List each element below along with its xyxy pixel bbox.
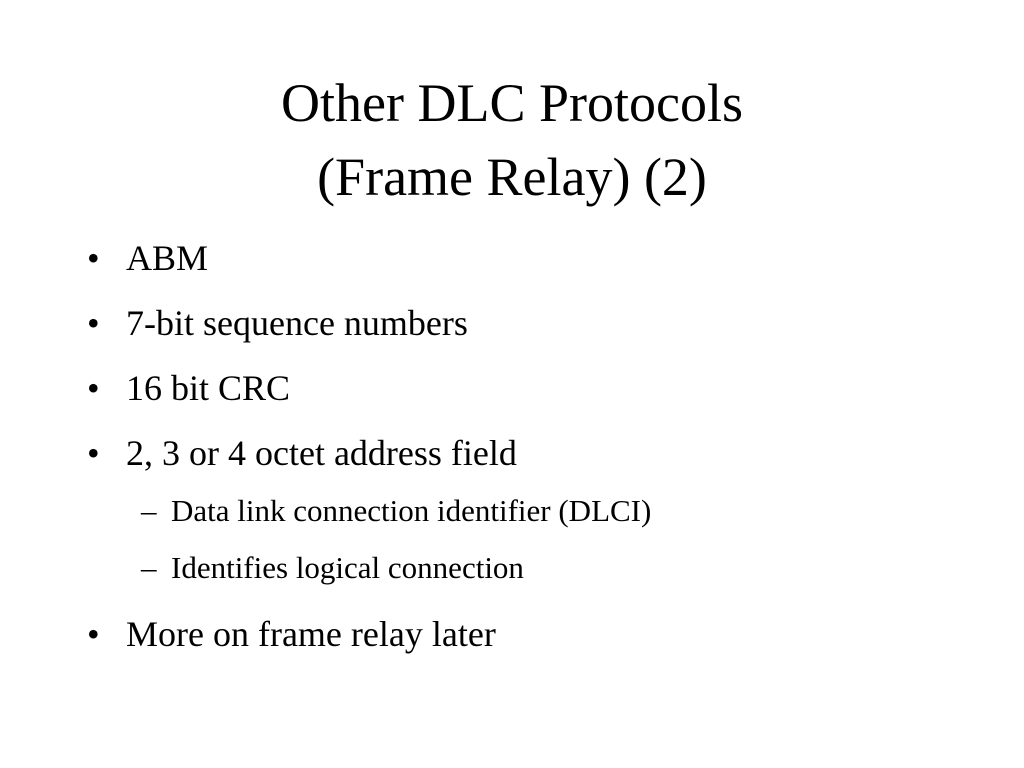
bullet-item-sequence-numbers: • 7-bit sequence numbers <box>0 291 1024 356</box>
bullet-marker: • <box>87 238 100 278</box>
sub-bullet-text: Identifies logical connection <box>171 550 524 585</box>
bullet-marker: • <box>87 433 100 473</box>
bullet-text: 2, 3 or 4 octet address field <box>126 433 517 473</box>
bullet-marker: • <box>87 303 100 343</box>
sub-bullet-text: Data link connection identifier (DLCI) <box>171 493 652 528</box>
bullet-item-frame-relay-later: • More on frame relay later <box>0 602 1024 667</box>
bullet-item-address-field: • 2, 3 or 4 octet address field <box>0 421 1024 486</box>
slide-title: Other DLC Protocols (Frame Relay) (2) <box>0 66 1024 214</box>
bullet-marker: • <box>87 614 100 654</box>
bullet-text: More on frame relay later <box>126 614 496 654</box>
bullet-marker: • <box>87 368 100 408</box>
bullet-item-abm: • ABM <box>0 226 1024 291</box>
bullet-item-crc: • 16 bit CRC <box>0 356 1024 421</box>
bullet-text: 16 bit CRC <box>126 368 291 408</box>
bullet-text: 7-bit sequence numbers <box>126 303 468 343</box>
bullet-text: ABM <box>126 238 209 278</box>
sub-bullet-item-logical-connection: – Identifies logical connection <box>0 539 1024 596</box>
title-line-1: Other DLC Protocols <box>281 73 743 133</box>
sub-bullet-item-dlci: – Data link connection identifier (DLCI) <box>0 482 1024 539</box>
sub-bullet-marker: – <box>141 550 157 585</box>
bullet-list: • ABM • 7-bit sequence numbers • 16 bit … <box>0 226 1024 667</box>
title-line-2: (Frame Relay) (2) <box>317 147 707 207</box>
sub-bullet-marker: – <box>141 493 157 528</box>
